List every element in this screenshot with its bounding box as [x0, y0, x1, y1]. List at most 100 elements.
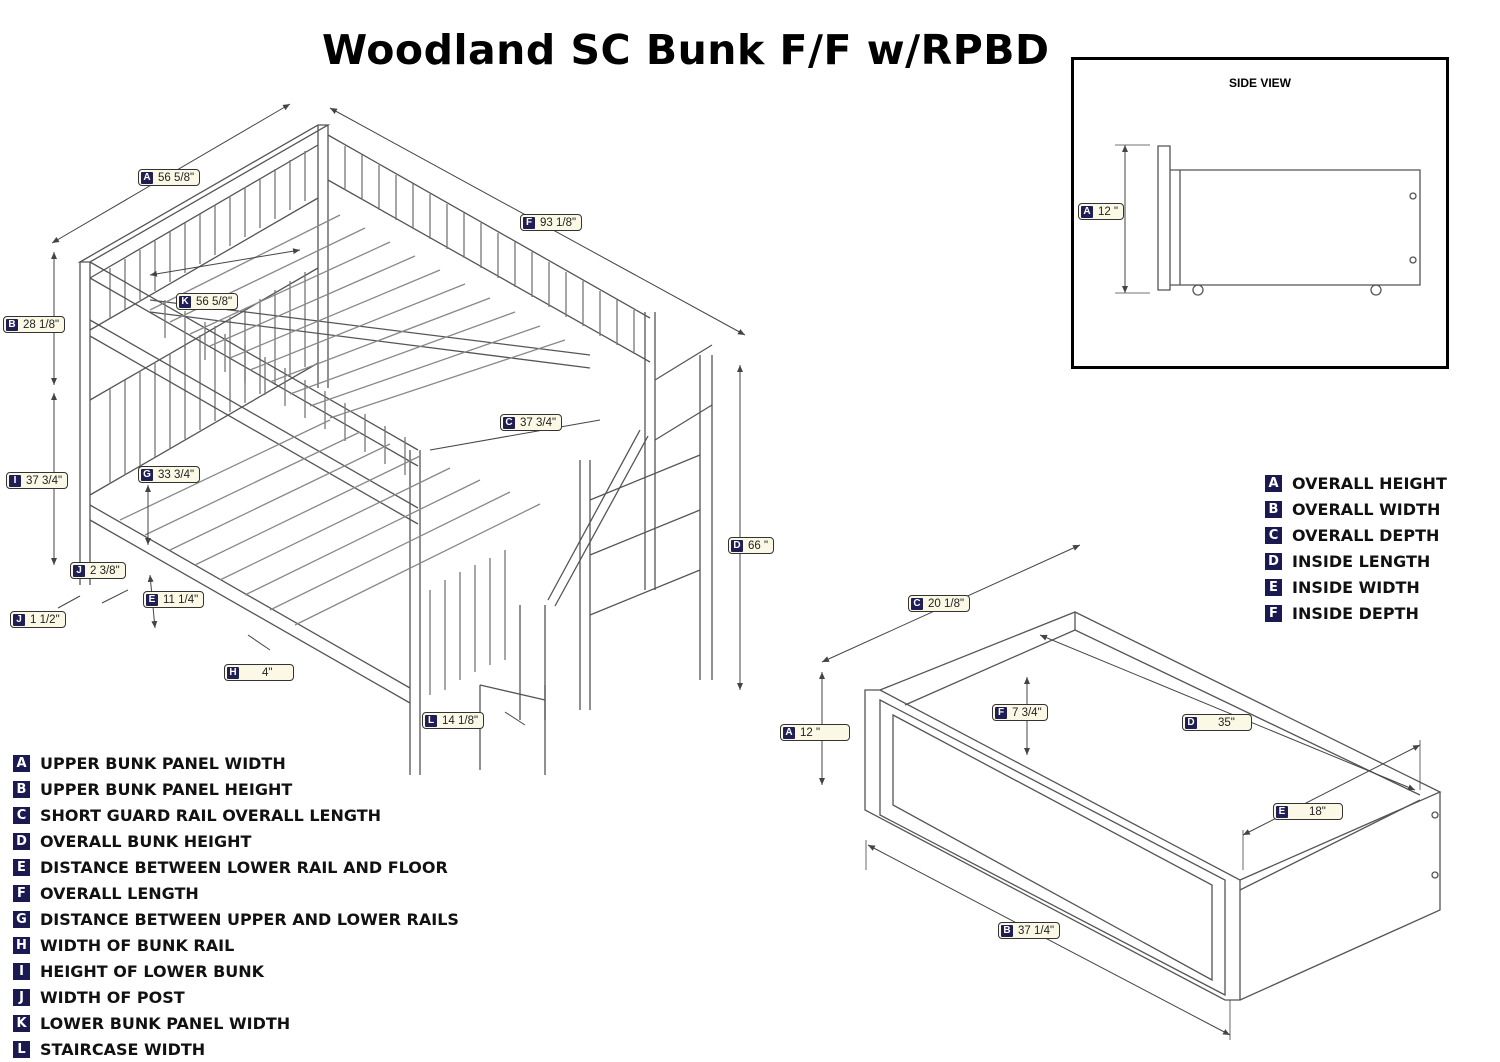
- dim-value: 93 1/8": [540, 216, 577, 229]
- bunk-dimension-lines: [51, 103, 746, 726]
- drawer-dimension-lines: [819, 544, 1421, 1040]
- legend-item: G DISTANCE BETWEEN UPPER AND LOWER RAILS: [13, 906, 459, 932]
- legend-text: LOWER BUNK PANEL WIDTH: [40, 1013, 291, 1033]
- dim-value: 35": [1218, 716, 1235, 729]
- drawer-drawing: [864, 611, 1442, 1001]
- legend-item: K LOWER BUNK PANEL WIDTH: [13, 1010, 459, 1036]
- drawer-dim-label: D 35": [1182, 714, 1252, 731]
- legend-key: L: [13, 1040, 30, 1058]
- dim-value: 37 1/4": [1018, 924, 1055, 937]
- side-view-title: SIDE VIEW: [1228, 76, 1291, 90]
- dim-key: L: [425, 714, 437, 727]
- dim-key: J: [73, 564, 85, 577]
- dim-key: J: [13, 613, 25, 626]
- legend-text: OVERALL LENGTH: [40, 883, 199, 903]
- legend-item: E DISTANCE BETWEEN LOWER RAIL AND FLOOR: [13, 854, 459, 880]
- dim-key: A: [783, 726, 795, 739]
- legend-text: DISTANCE BETWEEN LOWER RAIL AND FLOOR: [40, 857, 448, 877]
- legend-text: INSIDE DEPTH: [1292, 603, 1419, 623]
- drawer-dim-label: A 12 ": [780, 724, 850, 741]
- dim-key: G: [141, 468, 153, 481]
- legend-text: UPPER BUNK PANEL WIDTH: [40, 753, 286, 773]
- legend-item: D OVERALL BUNK HEIGHT: [13, 828, 459, 854]
- bed-dim-label: B 28 1/8": [3, 316, 66, 333]
- page-title: Woodland SC Bunk F/F w/RPBD: [322, 26, 1050, 74]
- dim-key: D: [731, 539, 743, 552]
- legend-key: A: [13, 754, 30, 772]
- legend-key: K: [13, 1014, 30, 1032]
- dim-value: 12 ": [800, 726, 821, 739]
- legend-key: D: [13, 832, 30, 850]
- legend-text: HEIGHT OF LOWER BUNK: [40, 961, 265, 981]
- dim-key: C: [911, 597, 923, 610]
- dim-value: 66 ": [748, 539, 769, 552]
- legend-item: I HEIGHT OF LOWER BUNK: [13, 958, 459, 984]
- dim-key: C: [503, 416, 515, 429]
- legend-text: UPPER BUNK PANEL HEIGHT: [40, 779, 293, 799]
- legend-text: WIDTH OF BUNK RAIL: [40, 935, 235, 955]
- legend-text: SHORT GUARD RAIL OVERALL LENGTH: [40, 805, 382, 825]
- legend-key: I: [13, 962, 30, 980]
- legend-text: OVERALL DEPTH: [1292, 525, 1440, 545]
- legend-key: B: [1265, 500, 1282, 518]
- dim-value: 33 3/4": [158, 468, 195, 481]
- dim-key: F: [995, 706, 1007, 719]
- dim-key: A: [1081, 205, 1093, 218]
- dim-value: 56 5/8": [158, 171, 195, 184]
- dim-value: 37 3/4": [26, 474, 63, 487]
- legend-text: INSIDE WIDTH: [1292, 577, 1420, 597]
- legend-key: F: [13, 884, 30, 902]
- dim-key: B: [1001, 924, 1013, 937]
- dim-value: 4": [262, 666, 273, 679]
- dim-key: K: [179, 295, 191, 308]
- bed-dim-label: D 66 ": [728, 537, 775, 554]
- legend-key: E: [13, 858, 30, 876]
- dim-value: 20 1/8": [928, 597, 965, 610]
- bed-dim-label: G 33 3/4": [138, 466, 201, 483]
- dim-value: 56 5/8": [196, 295, 233, 308]
- bunk-bed-drawing: [77, 124, 713, 775]
- bed-dim-label: F 93 1/8": [520, 214, 583, 231]
- dim-value: 37 3/4": [520, 416, 557, 429]
- legend-text: OVERALL WIDTH: [1292, 499, 1441, 519]
- bed-dim-label: C 37 3/4": [500, 414, 563, 431]
- legend-key: C: [13, 806, 30, 824]
- legend-item: C SHORT GUARD RAIL OVERALL LENGTH: [13, 802, 459, 828]
- dim-key: F: [523, 216, 535, 229]
- dim-key: H: [227, 666, 239, 679]
- dim-key: D: [1185, 716, 1197, 729]
- dim-key: E: [146, 593, 158, 606]
- legend-text: OVERALL BUNK HEIGHT: [40, 831, 252, 851]
- legend-text: DISTANCE BETWEEN UPPER AND LOWER RAILS: [40, 909, 459, 929]
- legend-key: G: [13, 910, 30, 928]
- dim-value: 11 1/4": [163, 593, 199, 606]
- legend-text: OVERALL HEIGHT: [1292, 473, 1447, 493]
- bed-dim-label: I 37 3/4": [6, 472, 69, 489]
- side-view-dim-label: A 12 ": [1078, 203, 1125, 220]
- legend-key: E: [1265, 578, 1282, 596]
- dim-key: B: [6, 318, 18, 331]
- legend-text: WIDTH OF POST: [40, 987, 185, 1007]
- dim-key: I: [9, 474, 21, 487]
- legend-key: D: [1265, 552, 1282, 570]
- dim-value: 2 3/8": [90, 564, 120, 577]
- dim-value: 28 1/8": [23, 318, 60, 331]
- dim-value: 12 ": [1098, 205, 1119, 218]
- side-view-drawing: [1115, 144, 1421, 296]
- bed-dim-label: H 4": [224, 664, 294, 681]
- bed-dim-label: K 56 5/8": [176, 293, 239, 310]
